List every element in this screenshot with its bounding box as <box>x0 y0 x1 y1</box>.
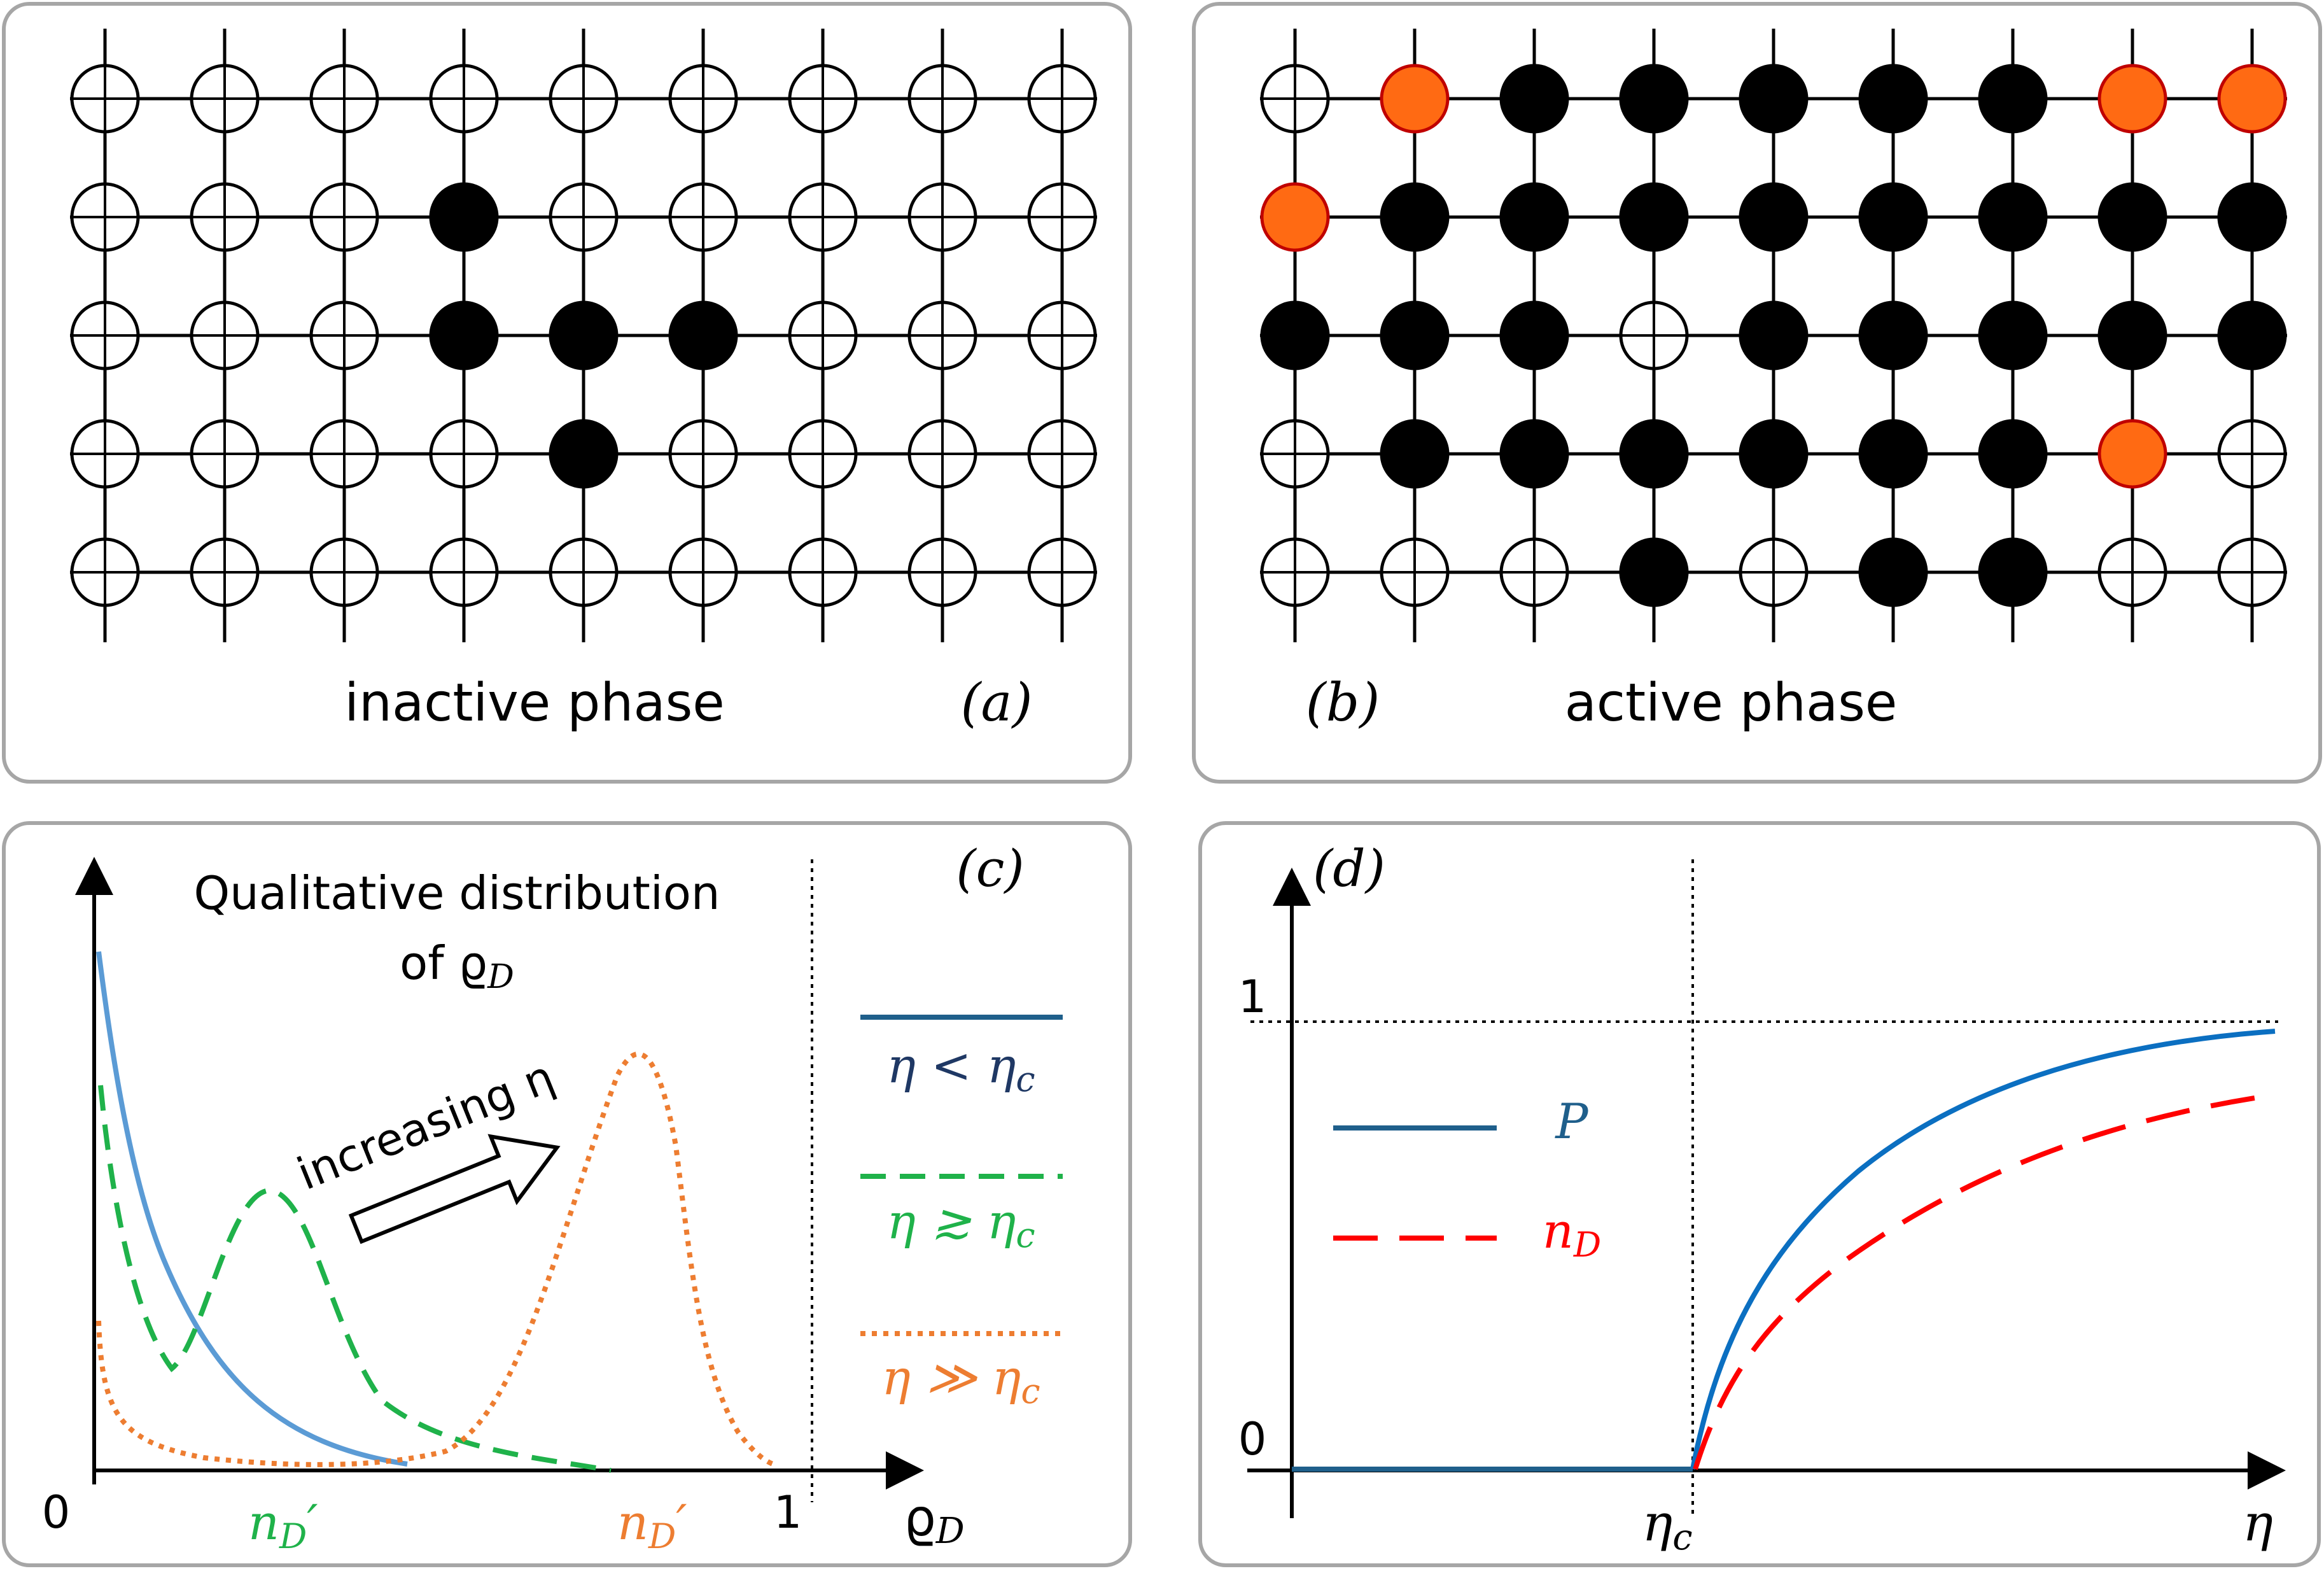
active-site <box>2097 182 2167 252</box>
d-x-axis-label: η <box>2243 1493 2273 1553</box>
d-y-tick-0: 0 <box>1238 1413 1267 1465</box>
panel-d-frame <box>1198 821 2321 1567</box>
active-site <box>429 182 499 252</box>
active-site <box>2217 300 2287 370</box>
active-site <box>2217 182 2287 252</box>
d-y-tick-1: 1 <box>1238 971 1267 1023</box>
active-site <box>1739 182 1809 252</box>
d-legend-nD-label: nD <box>1543 1202 1601 1265</box>
d-tag: (d) <box>1313 839 1385 898</box>
active-site <box>1499 64 1569 134</box>
active-site <box>1978 300 2048 370</box>
c-curve-eta-just-above <box>98 1085 612 1473</box>
lattice-active <box>1260 29 2287 642</box>
boundary-site <box>2097 419 2167 489</box>
active-site <box>1858 419 1928 489</box>
active-site <box>1858 300 1928 370</box>
c-curve-eta-much-above <box>96 1051 778 1468</box>
active-site <box>1739 419 1809 489</box>
active-site <box>1978 537 2048 607</box>
active-site <box>1978 419 2048 489</box>
active-site <box>668 300 738 370</box>
d-legend-P-label: P <box>1554 1093 1589 1150</box>
active-site <box>1978 64 2048 134</box>
active-site <box>1619 537 1689 607</box>
active-site <box>1499 300 1569 370</box>
active-site <box>549 300 619 370</box>
active-site <box>2097 300 2167 370</box>
boundary-site <box>1260 182 1330 252</box>
boundary-site <box>1380 64 1450 134</box>
active-site <box>1380 419 1450 489</box>
active-site <box>1739 300 1809 370</box>
boundary-site <box>2217 64 2287 134</box>
active-site <box>1499 419 1569 489</box>
active-site <box>1380 182 1450 252</box>
active-site <box>1858 182 1928 252</box>
c-title-line1: Qualitative distribution <box>193 866 720 920</box>
panel-c: Qualitative distribution of ϱD (c) incre… <box>42 839 1063 1556</box>
c-legend-dotted-label: η ≫ ηc <box>881 1349 1040 1411</box>
panel-a-label: inactive phase <box>344 673 725 733</box>
active-site <box>1739 64 1809 134</box>
active-site <box>1858 64 1928 134</box>
c-legend-solid-label: η < ηc <box>886 1037 1035 1099</box>
c-increasing-arrow <box>348 1134 561 1244</box>
active-site <box>1619 419 1689 489</box>
active-site <box>429 300 499 370</box>
c-x-tick-1: 1 <box>774 1486 802 1539</box>
c-legend-dashed-label: η ≳ ηc <box>886 1193 1035 1255</box>
panel-c-frame <box>2 821 1132 1567</box>
active-site <box>1619 182 1689 252</box>
panel-a-tag: (a) <box>961 673 1033 733</box>
active-site <box>549 419 619 489</box>
c-x-tick-0: 0 <box>42 1486 71 1539</box>
c-curve-eta-less <box>96 951 408 1467</box>
panel-d: (d) 1 0 ηc η P nD <box>1238 839 2286 1558</box>
d-curve-nD <box>1693 1092 2276 1470</box>
boundary-site <box>2097 64 2167 134</box>
lattice-inactive <box>70 29 1097 642</box>
active-site <box>1619 64 1689 134</box>
panel-b-label: active phase <box>1565 673 1898 733</box>
active-site <box>1858 537 1928 607</box>
active-site <box>1260 300 1330 370</box>
c-tag: (c) <box>956 839 1024 898</box>
active-site <box>1499 182 1569 252</box>
d-curve-P <box>1690 1029 2276 1470</box>
c-title-line2: of ϱD <box>400 936 514 996</box>
active-site <box>1380 300 1450 370</box>
panel-b-tag: (b) <box>1306 673 1380 733</box>
active-site <box>1978 182 2048 252</box>
